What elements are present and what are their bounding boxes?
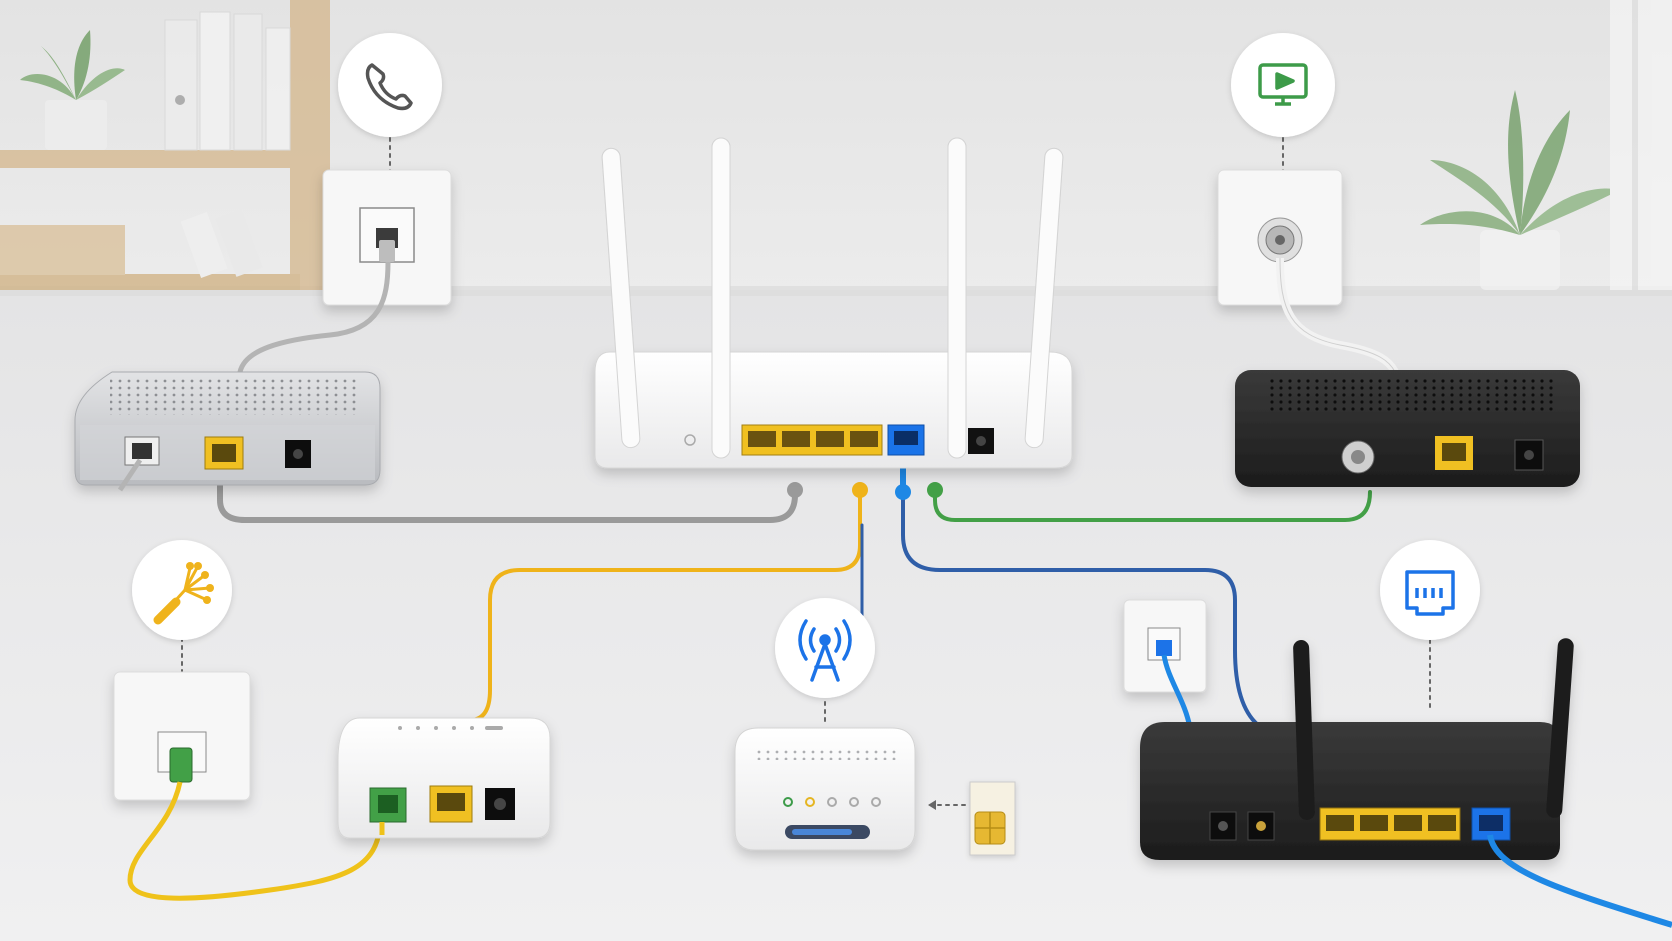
fiber-optic-icon [153,564,212,625]
green-cable-endpoint [927,482,943,498]
potted-plant-right [1420,0,1672,290]
cell-tower-icon-badge [775,598,875,698]
tv-icon-badge [1231,33,1335,137]
gray-cable-endpoint [787,482,803,498]
cable-modem [1235,370,1580,487]
dsl-modem [74,371,381,486]
ethernet-wall-cable [1161,654,1193,729]
ethernet-out-cable [1487,834,1672,928]
phone-icon-badge [338,33,442,137]
cell-tower-icon [798,619,852,682]
yellow-cable [468,490,862,722]
bookshelf [0,0,330,290]
router-lan-ports [741,424,883,456]
cellular-modem [734,727,916,851]
gray-cable [217,467,798,523]
blue-cable [901,453,1260,727]
potted-plant-left [20,30,125,100]
fiber-ont [337,717,551,839]
router-wan-port [887,424,925,456]
ethernet-wall-jack [1123,599,1207,693]
central-router [594,137,1073,469]
phone-line-cable [237,261,391,373]
fiber-icon-badge [132,540,232,640]
phone-plug-cable [117,458,143,492]
green-cable [933,488,1372,522]
connection-cables [181,137,1431,810]
coaxial-wall-jack [1217,169,1343,306]
tv-icon [1258,63,1308,106]
yellow-cable-endpoint [852,482,868,498]
ethernet-router [1140,638,1574,860]
sim-card [969,781,1016,856]
status-lights [783,797,881,807]
fiber-wall-jack [113,671,251,801]
ethernet-port-icon [1405,570,1455,616]
ethernet-icon-badge [1380,540,1480,640]
fiber-cable [127,781,383,901]
telephone-wall-jack [322,169,452,306]
phone-icon [365,63,413,111]
sim-arrow-head [928,800,936,810]
blue-cable-endpoint [895,484,911,500]
